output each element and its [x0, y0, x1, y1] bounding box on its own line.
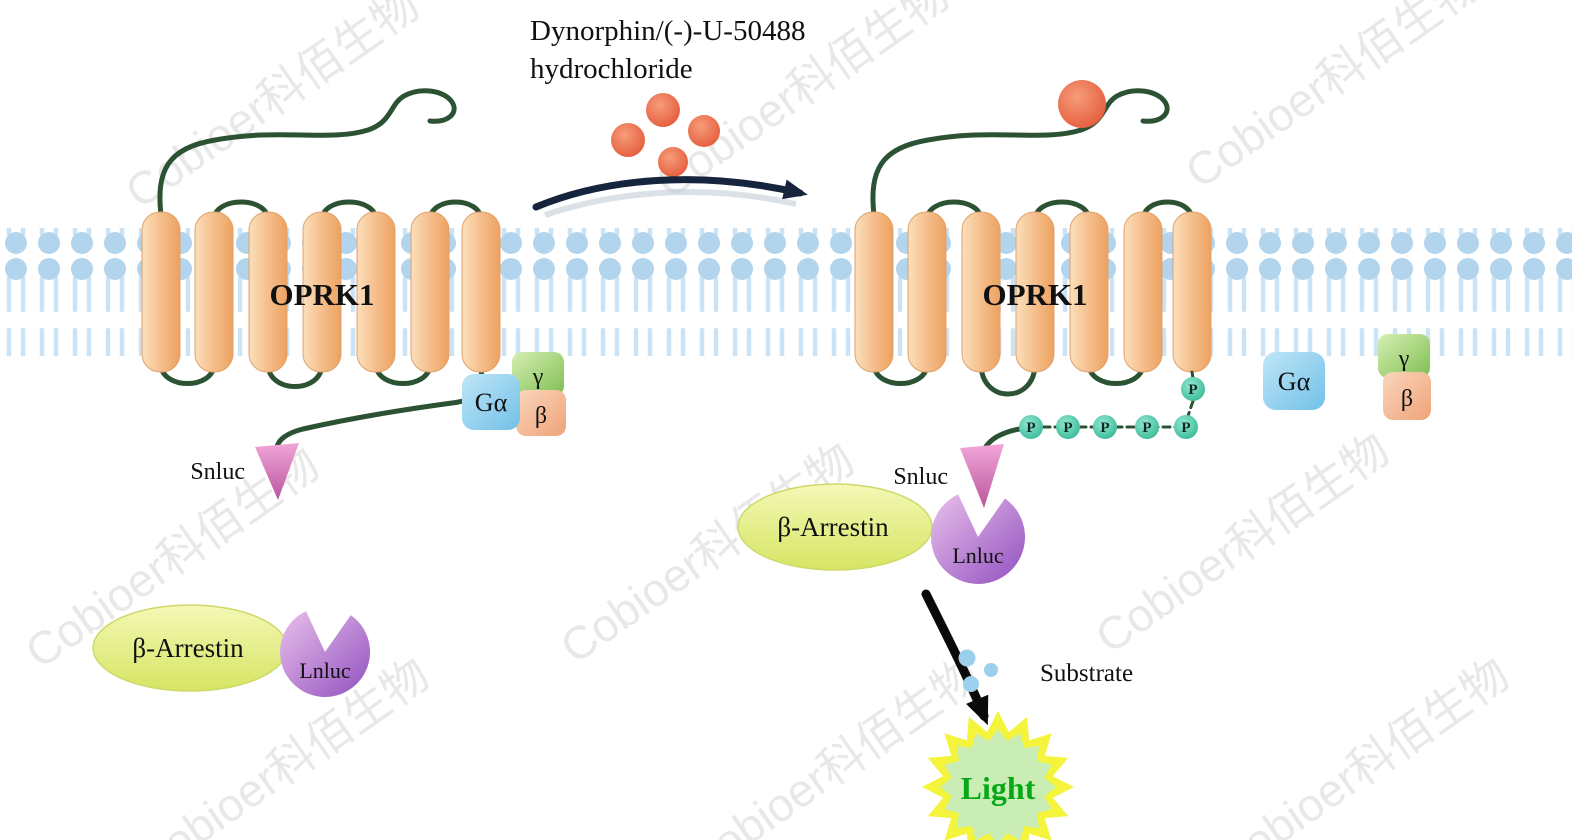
tm-helix — [961, 211, 1001, 373]
activation-arrow-shadow — [544, 189, 797, 218]
g-beta-subunit — [516, 390, 566, 436]
beta-arrestin-label: β-Arrestin — [132, 633, 244, 663]
phospho-label: P — [1026, 420, 1035, 436]
tm-helix — [1015, 211, 1055, 373]
inactive-arrestin-complex: β-Arrestin Lnluc — [92, 604, 371, 697]
inactive-receptor: OPRK1 — [141, 88, 501, 452]
watermark-text: Cobioer科佰生物 — [1176, 0, 1489, 198]
substrate-molecule — [984, 663, 998, 677]
tm-helix — [1069, 211, 1109, 373]
snluc-label: Snluc — [893, 464, 948, 490]
phospho-site — [1093, 415, 1117, 439]
phospho-connector — [1190, 370, 1195, 380]
intracellular-loop — [978, 361, 1038, 397]
phospho-label: P — [1181, 420, 1190, 436]
stimulus: Dynorphin/(-)-U-50488 hydrochloride — [530, 15, 805, 177]
watermark-text: Cobioer科佰生物 — [1206, 648, 1519, 840]
g-alpha-label: Gα — [1278, 367, 1311, 396]
g-gamma-subunit — [512, 352, 564, 396]
g-beta-subunit — [1383, 372, 1431, 420]
substrate-molecule — [958, 649, 976, 667]
phospho-label: P — [1142, 420, 1151, 436]
watermark-text: Cobioer科佰生物 — [1086, 423, 1399, 664]
tm-helix — [302, 211, 342, 373]
phospho-label: P — [1063, 420, 1072, 436]
tm-helix — [1123, 211, 1163, 373]
watermark-layer: Cobioer科佰生物 Cobioer科佰生物 Cobioer科佰生物 Cobi… — [16, 0, 1519, 840]
tm-helix — [194, 211, 234, 373]
g-gamma-label: γ — [1398, 346, 1410, 372]
g-beta-label: β — [1401, 386, 1413, 412]
inactive-g-protein: γ β Gα — [462, 352, 566, 436]
stimulus-title-line1: Dynorphin/(-)-U-50488 — [530, 15, 805, 47]
phospho-site — [1181, 377, 1205, 401]
activation-arrow — [532, 176, 808, 211]
light-burst-inner — [940, 729, 1056, 840]
inactive-snluc: Snluc — [190, 443, 299, 500]
ligand-molecule — [611, 123, 645, 157]
lnluc-label: Lnluc — [299, 658, 351, 683]
g-beta-label: β — [535, 403, 547, 429]
phospho-site — [1056, 415, 1080, 439]
dissociated-g-protein: Gα γ β — [1263, 334, 1431, 420]
tm-helix — [410, 211, 450, 373]
snluc-tag — [255, 443, 299, 500]
snluc-label: Snluc — [190, 459, 245, 485]
cell-membrane — [0, 228, 1572, 356]
phospho-site — [1135, 415, 1159, 439]
ligand-molecule — [688, 115, 720, 147]
phospho-label: P — [1100, 420, 1109, 436]
light-label: Light — [961, 770, 1036, 806]
phospho-connector — [1186, 399, 1195, 418]
light-output: Light — [922, 711, 1074, 840]
tm-helix — [141, 211, 181, 373]
g-gamma-label: γ — [532, 364, 544, 390]
tm-helix — [356, 211, 396, 373]
tm-helix — [461, 211, 501, 373]
phospho-site — [1019, 415, 1043, 439]
bound-ligand — [1058, 80, 1106, 128]
receptor-name: OPRK1 — [982, 277, 1087, 312]
substrate-molecule — [963, 676, 979, 692]
tm-helix — [854, 211, 894, 373]
snluc-tag — [960, 444, 1004, 508]
substrate-group: Substrate — [958, 649, 1133, 692]
lnluc-label: Lnluc — [952, 543, 1004, 568]
g-alpha-subunit — [1263, 352, 1325, 410]
phospho-label: P — [1188, 382, 1197, 398]
n-terminus-loop — [157, 88, 457, 218]
g-gamma-subunit — [1378, 334, 1430, 378]
recruited-arrestin-complex: β-Arrestin Lnluc Snluc — [737, 444, 1026, 584]
tm-helix — [1172, 211, 1212, 373]
beta-arrestin-label: β-Arrestin — [777, 512, 889, 542]
tm-helix — [248, 211, 288, 373]
phospho-chain: P P P P P P — [980, 370, 1205, 455]
lnluc-tag — [931, 494, 1026, 584]
lnluc-tag — [280, 611, 371, 697]
tm-helix — [907, 211, 947, 373]
g-alpha-subunit — [462, 374, 520, 430]
substrate-label: Substrate — [1040, 660, 1133, 687]
active-receptor: OPRK1 — [854, 80, 1212, 397]
stimulus-title-line2: hydrochloride — [530, 53, 693, 85]
ligand-molecule — [658, 147, 688, 177]
g-alpha-label: Gα — [475, 388, 508, 417]
beta-arrestin — [737, 483, 933, 571]
ligand-molecule — [646, 93, 680, 127]
phospho-site — [1174, 415, 1198, 439]
receptor-name: OPRK1 — [269, 277, 374, 312]
n-terminus-loop — [870, 88, 1170, 218]
